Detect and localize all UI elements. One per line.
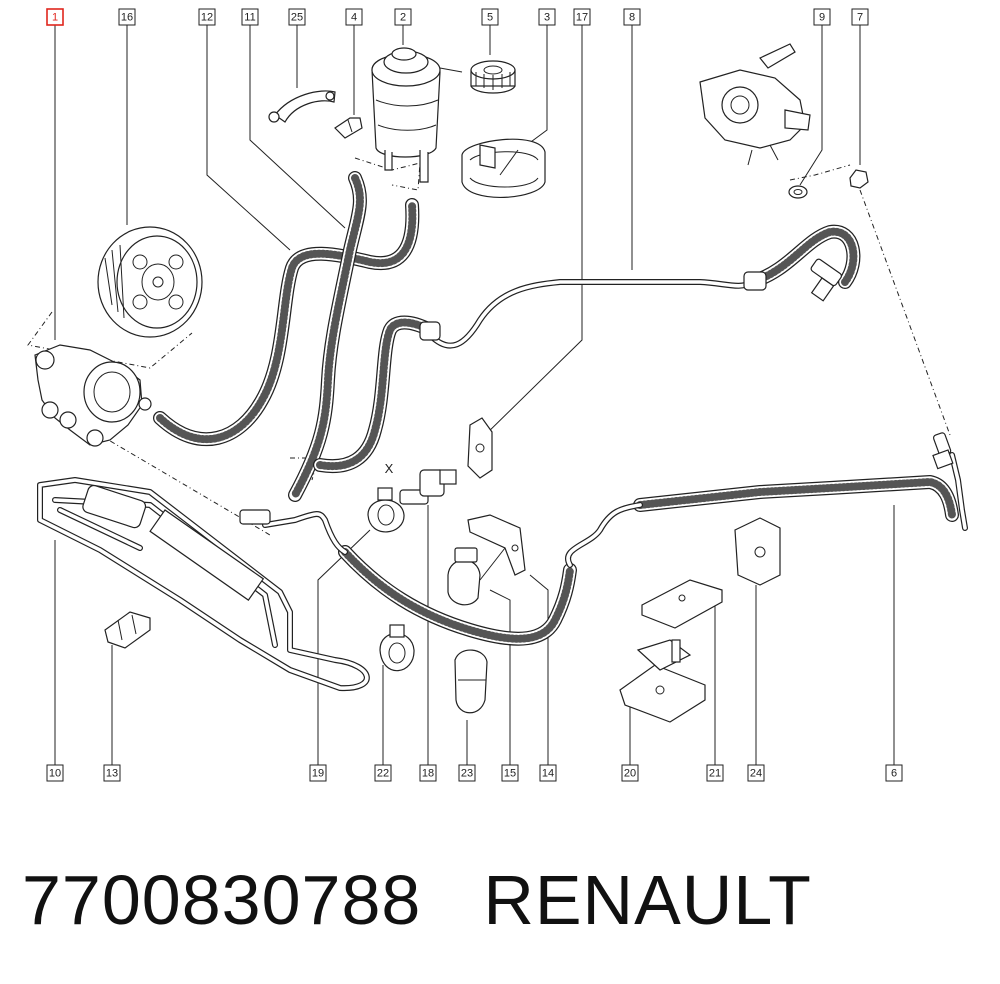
ferrule-8a xyxy=(743,271,767,291)
callout-8: 8 xyxy=(623,8,641,26)
callout-11: 11 xyxy=(241,8,259,26)
callout-label: 9 xyxy=(819,12,825,24)
callout-24: 24 xyxy=(747,764,765,782)
callout-5: 5 xyxy=(481,8,499,26)
callout-label: 10 xyxy=(49,768,61,780)
callout-13: 13 xyxy=(103,764,121,782)
seal-7 xyxy=(849,169,869,189)
callout-label: 4 xyxy=(351,12,357,24)
union-6 xyxy=(932,432,954,470)
rigid-pipe-19 xyxy=(262,511,348,555)
callout-4: 4 xyxy=(345,8,363,26)
callout-label: 12 xyxy=(201,12,213,24)
callout-label: 21 xyxy=(709,768,721,780)
bracket-20 xyxy=(619,639,706,723)
bracket-24 xyxy=(734,517,781,586)
callout-12: 12 xyxy=(198,8,216,26)
bracket-14 xyxy=(467,514,526,576)
callout-label: 14 xyxy=(542,768,554,780)
callout-label: 22 xyxy=(377,768,389,780)
callout-6: 6 xyxy=(885,764,903,782)
alignment-lines xyxy=(27,157,951,536)
clip-22 xyxy=(379,624,415,672)
callout-label: 19 xyxy=(312,768,324,780)
callout-label: 2 xyxy=(400,12,406,24)
clip-13 xyxy=(104,611,151,649)
brand-name: RENAULT xyxy=(483,861,812,939)
callout-9: 9 xyxy=(813,8,831,26)
callout-15: 15 xyxy=(501,764,519,782)
callout-label: 8 xyxy=(629,12,635,24)
callout-label: 3 xyxy=(544,12,550,24)
callout-22: 22 xyxy=(374,764,392,782)
callout-label: 16 xyxy=(121,12,133,24)
callout-19: 19 xyxy=(309,764,327,782)
reservoir-bracket-3 xyxy=(461,138,546,199)
callout-2: 2 xyxy=(394,8,412,26)
callout-23: 23 xyxy=(458,764,476,782)
reservoir-2 xyxy=(371,47,463,183)
pressure-hose-14 xyxy=(338,545,577,646)
ferrule-8b xyxy=(419,321,441,341)
callout-label: 1 xyxy=(52,12,58,24)
power-steering-pump-1 xyxy=(34,344,152,447)
callout-7: 7 xyxy=(851,8,869,26)
callout-16: 16 xyxy=(118,8,136,26)
union-18 xyxy=(399,469,457,505)
pulley-16 xyxy=(97,226,203,338)
pump-union xyxy=(239,509,271,525)
supply-hose-12 xyxy=(153,198,420,447)
cooler-loop-10 xyxy=(37,477,370,692)
clip-19 xyxy=(367,487,405,533)
washer-9 xyxy=(788,185,808,199)
return-hose-11 xyxy=(288,171,367,502)
callout-label: 15 xyxy=(504,768,516,780)
callout-label: 20 xyxy=(624,768,636,780)
reference-footer: 7700830788 RENAULT xyxy=(22,860,812,940)
plate-21 xyxy=(641,579,723,629)
callout-1: 1 xyxy=(46,8,64,26)
hose-8-flex xyxy=(745,224,861,289)
callout-25: 25 xyxy=(288,8,306,26)
marker-x: X xyxy=(385,461,394,476)
bracket-17 xyxy=(467,417,493,479)
callout-20: 20 xyxy=(621,764,639,782)
union-8 xyxy=(810,258,842,302)
callout-17: 17 xyxy=(573,8,591,26)
callout-label: 17 xyxy=(576,12,588,24)
clip-15 xyxy=(447,547,506,606)
callout-label: 13 xyxy=(106,768,118,780)
clamp-25 xyxy=(268,90,336,123)
callout-label: 18 xyxy=(422,768,434,780)
callout-label: 11 xyxy=(244,12,255,24)
clip-23 xyxy=(454,649,488,714)
callout-label: 5 xyxy=(487,12,493,24)
callout-3: 3 xyxy=(538,8,556,26)
clip-4 xyxy=(334,117,363,139)
rigid-pipe-8 xyxy=(427,279,755,349)
callout-label: 24 xyxy=(750,768,762,780)
steering-rack-valve xyxy=(699,43,811,166)
reservoir-cap-5 xyxy=(470,60,516,94)
callout-label: 6 xyxy=(891,768,897,780)
return-hose-lower xyxy=(313,315,437,474)
callout-label: 25 xyxy=(291,12,303,24)
callout-10: 10 xyxy=(46,764,64,782)
callout-label: 7 xyxy=(857,12,863,24)
callout-21: 21 xyxy=(706,764,724,782)
part-number: 7700830788 xyxy=(22,861,422,939)
pressure-hose-6 xyxy=(633,475,959,522)
callout-18: 18 xyxy=(419,764,437,782)
callout-label: 23 xyxy=(461,768,473,780)
rigid-pipe-6 xyxy=(565,452,968,568)
leader-lines xyxy=(54,25,895,765)
callout-14: 14 xyxy=(539,764,557,782)
